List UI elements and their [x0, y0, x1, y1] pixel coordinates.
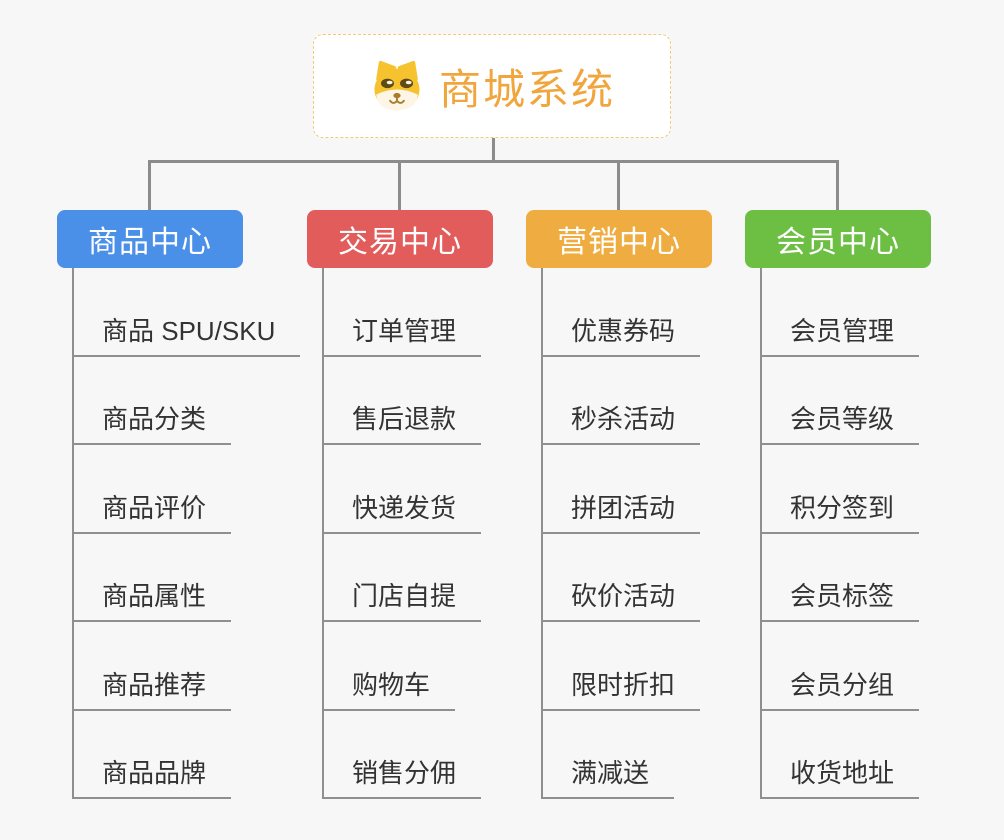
leaf-item[interactable]: 商品品牌	[74, 711, 297, 799]
leaf-label: 限时折扣	[543, 665, 701, 711]
leaf-item[interactable]: 商品推荐	[74, 622, 297, 711]
leaf-label: 快递发货	[324, 488, 482, 534]
leaf-item[interactable]: 销售分佣	[324, 711, 547, 799]
leaf-label: 会员管理	[762, 311, 920, 357]
branch-marketing-center: 营销中心 优惠券码 秒杀活动 拼团活动 砍价活动 限时折扣 满减送	[526, 210, 766, 799]
leaf-item[interactable]: 商品评价	[74, 445, 297, 534]
leaf-item[interactable]: 满减送	[543, 711, 766, 799]
leaf-item[interactable]: 商品 SPU/SKU	[74, 268, 301, 357]
leaf-label: 会员标签	[762, 576, 920, 622]
branch-trade-center: 交易中心 订单管理 售后退款 快递发货 门店自提 购物车 销售分佣	[307, 210, 547, 799]
leaf-item[interactable]: 限时折扣	[543, 622, 766, 711]
connector-root-stub	[492, 138, 495, 163]
leaf-label: 积分签到	[762, 488, 920, 534]
branch-items-product: 商品 SPU/SKU 商品分类 商品评价 商品属性 商品推荐 商品品牌	[72, 268, 301, 799]
root-node[interactable]: 商城系统	[313, 34, 671, 138]
leaf-item[interactable]: 优惠券码	[543, 268, 766, 357]
branch-items-trade: 订单管理 售后退款 快递发货 门店自提 购物车 销售分佣	[322, 268, 547, 799]
leaf-label: 门店自提	[324, 576, 482, 622]
leaf-label: 优惠券码	[543, 311, 701, 357]
branch-product-center: 商品中心 商品 SPU/SKU 商品分类 商品评价 商品属性 商品推荐 商品品牌	[57, 210, 301, 799]
leaf-label: 订单管理	[324, 311, 482, 357]
branch-header-trade[interactable]: 交易中心	[307, 210, 493, 268]
branch-header-product[interactable]: 商品中心	[57, 210, 243, 268]
leaf-item[interactable]: 秒杀活动	[543, 357, 766, 445]
leaf-item[interactable]: 会员等级	[762, 357, 985, 445]
branch-header-member[interactable]: 会员中心	[745, 210, 931, 268]
leaf-item[interactable]: 会员分组	[762, 622, 985, 711]
branch-member-center: 会员中心 会员管理 会员等级 积分签到 会员标签 会员分组 收货地址	[745, 210, 985, 799]
leaf-label: 购物车	[324, 665, 456, 711]
leaf-item[interactable]: 会员管理	[762, 268, 985, 357]
leaf-item[interactable]: 商品分类	[74, 357, 297, 445]
leaf-label: 商品属性	[74, 576, 232, 622]
branch-header-marketing[interactable]: 营销中心	[526, 210, 712, 268]
leaf-label: 拼团活动	[543, 488, 701, 534]
leaf-label: 商品推荐	[74, 665, 232, 711]
leaf-item[interactable]: 收货地址	[762, 711, 985, 799]
branch-items-member: 会员管理 会员等级 积分签到 会员标签 会员分组 收货地址	[760, 268, 985, 799]
leaf-label: 销售分佣	[324, 753, 482, 799]
root-title: 商城系统	[438, 65, 615, 113]
leaf-item[interactable]: 会员标签	[762, 534, 985, 622]
connector-branch-stub-member	[836, 160, 839, 210]
dog-face-icon	[369, 60, 425, 112]
leaf-label: 砍价活动	[543, 576, 701, 622]
leaf-item[interactable]: 拼团活动	[543, 445, 766, 534]
leaf-label: 商品评价	[74, 488, 232, 534]
leaf-label: 商品品牌	[74, 753, 232, 799]
leaf-label: 满减送	[543, 753, 675, 799]
leaf-item[interactable]: 快递发货	[324, 445, 547, 534]
leaf-label: 售后退款	[324, 399, 482, 445]
leaf-item[interactable]: 门店自提	[324, 534, 547, 622]
leaf-item[interactable]: 售后退款	[324, 357, 547, 445]
leaf-item[interactable]: 购物车	[324, 622, 547, 711]
leaf-label: 商品 SPU/SKU	[74, 311, 301, 357]
connector-branch-stub-marketing	[617, 160, 620, 210]
leaf-label: 收货地址	[762, 753, 920, 799]
leaf-item[interactable]: 积分签到	[762, 445, 985, 534]
leaf-item[interactable]: 砍价活动	[543, 534, 766, 622]
connector-rail	[148, 160, 839, 163]
branch-items-marketing: 优惠券码 秒杀活动 拼团活动 砍价活动 限时折扣 满减送	[541, 268, 766, 799]
connector-branch-stub-trade	[398, 160, 401, 210]
leaf-item[interactable]: 订单管理	[324, 268, 547, 357]
leaf-label: 秒杀活动	[543, 399, 701, 445]
leaf-label: 会员分组	[762, 665, 920, 711]
leaf-label: 商品分类	[74, 399, 232, 445]
connector-branch-stub-product	[148, 160, 151, 210]
leaf-label: 会员等级	[762, 399, 920, 445]
leaf-item[interactable]: 商品属性	[74, 534, 297, 622]
